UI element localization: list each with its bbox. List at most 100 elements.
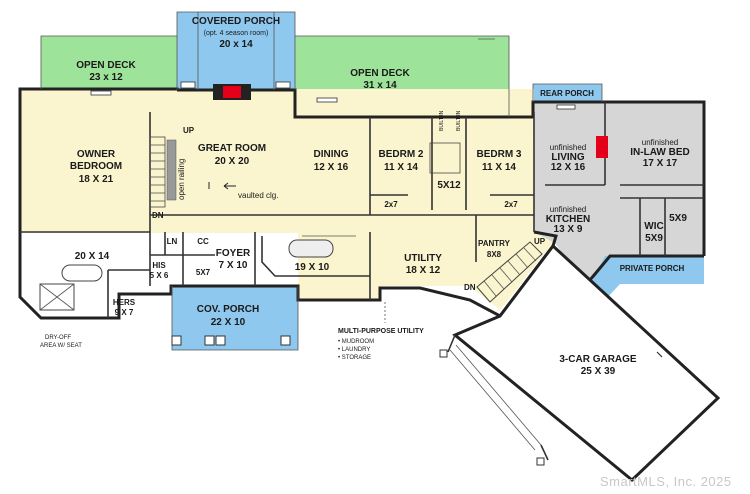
inlaw-kitchen-label: KITCHEN: [546, 214, 590, 225]
his-dim: 5 X 6: [150, 271, 169, 280]
bedroom3-dim: 11 X 14: [482, 162, 516, 173]
main-floor-lower-fill: [20, 112, 555, 310]
inlaw-bath-dim: 5X9: [669, 213, 687, 224]
open-deck-right-label: OPEN DECK: [350, 68, 410, 79]
dry-off-label-1: DRY-OFF: [45, 335, 71, 341]
powder-dim: 5X7: [196, 268, 211, 277]
owner-bath-dim: 20 X 14: [75, 251, 110, 262]
shared-bath-tub: [429, 142, 461, 174]
stair-right: [476, 241, 543, 303]
covered-porch-note: (opt. 4 season room): [204, 30, 269, 37]
inlaw-kitchen-note: unfinished: [550, 205, 586, 214]
kitchen-island: [288, 239, 334, 258]
shower-line: [39, 283, 75, 311]
living-label: LIVING: [551, 152, 585, 163]
builtin-label-2: BUILT-IN: [456, 110, 462, 131]
bedroom2-closet-dim: 2x7: [384, 200, 398, 209]
stair-left: [149, 136, 166, 208]
door-rear-porch: [556, 104, 576, 110]
owner-bedroom-dim: 18 X 21: [79, 174, 114, 185]
dry-off-label-2: AREA W/ SEAT: [40, 343, 82, 349]
cov-porch-dim: 22 X 10: [211, 317, 246, 328]
linen-label: LN: [167, 237, 178, 246]
great-room-dim: 20 X 20: [215, 156, 250, 167]
stair-up-left: UP: [183, 126, 195, 135]
multi-purpose-item-2: • LAUNDRY: [338, 347, 370, 353]
inlaw-bed-dim: 17 X 17: [643, 158, 678, 169]
exterior-wall: [18, 87, 558, 320]
foyer-label: FOYER: [216, 248, 251, 259]
inlaw-lower-wall: [588, 254, 704, 281]
bedroom2-dim: 11 X 14: [384, 162, 418, 173]
hers-label: HERS: [113, 298, 136, 307]
porch-post: [215, 335, 226, 346]
cov-porch-outline: [171, 286, 299, 351]
garage-wall: [540, 444, 549, 461]
private-porch-fill: [590, 256, 704, 300]
dining-dim: 12 X 16: [314, 162, 349, 173]
garage-post: [439, 349, 448, 358]
coat-closet-label: CC: [197, 237, 209, 246]
bedroom3-closet-dim: 2x7: [504, 200, 518, 209]
dining-label: DINING: [314, 149, 349, 160]
watermark: SmartMLS, Inc. 2025: [600, 474, 732, 489]
deck-left-outline: [40, 35, 177, 89]
covered-porch-outline: [176, 11, 296, 90]
garage-post: [536, 457, 545, 466]
door-porch-left: [180, 81, 196, 89]
garage-tick: [656, 351, 663, 358]
rear-porch-label: REAR PORCH: [540, 89, 594, 98]
utility-label: UTILITY: [404, 253, 442, 264]
covered-porch-dim: 20 x 14: [219, 39, 253, 50]
covered-porch-label: COVERED PORCH: [192, 16, 280, 27]
wic-label: WIC: [644, 221, 663, 232]
bathtub: [61, 264, 103, 282]
owner-bedroom-label-1: OWNER: [77, 149, 116, 160]
door-porch-right: [275, 81, 291, 89]
garage-door-line: [449, 349, 536, 451]
open-railing: [166, 139, 177, 201]
living-dim: 12 X 16: [551, 162, 586, 173]
inlaw-fireplace-icon: [596, 136, 608, 158]
open-deck-left-dim: 23 x 12: [89, 72, 123, 83]
kitchen-dim: 19 X 10: [295, 262, 330, 273]
inlaw-fill: [533, 102, 704, 285]
kitchen-counter: [261, 236, 370, 277]
open-railing-label: open railing: [177, 159, 186, 200]
open-deck-left-label: OPEN DECK: [76, 60, 136, 71]
door-dining-deck: [316, 97, 338, 103]
great-room-label: GREAT ROOM: [198, 143, 266, 154]
shower: [39, 283, 75, 311]
open-deck-right-dim: 31 x 14: [363, 80, 397, 91]
utility-dim: 18 X 12: [406, 265, 441, 276]
builtin-label-1: BUILT-IN: [439, 110, 445, 131]
stair-dn-left: DN: [152, 211, 164, 220]
living-note: unfinished: [550, 143, 586, 152]
stair-up-right: UP: [534, 237, 546, 246]
deck-right-outline: [295, 35, 510, 117]
foyer-dim: 7 X 10: [219, 260, 248, 271]
vaulted-label: vaulted clg.: [238, 191, 278, 200]
shared-bath-dim: 5X12: [437, 180, 461, 191]
inlaw-bed-label: IN-LAW BED: [630, 147, 689, 158]
cov-porch-label: COV. PORCH: [197, 304, 259, 315]
private-porch-label: PRIVATE PORCH: [620, 264, 685, 273]
owner-bedroom-label-2: BEDROOM: [70, 161, 122, 172]
garage-wall: [447, 334, 456, 353]
porch-post: [171, 335, 182, 346]
multi-purpose-item-1: • MUDROOM: [338, 339, 374, 345]
pantry-label: PANTRY: [478, 239, 511, 248]
hers-dim: 9 X 7: [115, 308, 134, 317]
wic-dim: 5X9: [645, 233, 663, 244]
multi-purpose-title: MULTI-PURPOSE UTILITY: [338, 328, 424, 335]
bedroom3-label: BEDRM 3: [476, 149, 521, 160]
garage-outline: [452, 243, 721, 483]
inlaw-kitchen-dim: 13 X 9: [554, 224, 583, 235]
bedroom2-label: BEDRM 2: [378, 149, 423, 160]
garage-dim: 25 X 39: [581, 366, 616, 377]
door-owner-deck: [90, 90, 112, 96]
rear-porch-outline: [532, 83, 603, 102]
multi-purpose-item-3: • STORAGE: [338, 355, 371, 361]
stair-dn-right: DN: [464, 283, 476, 292]
